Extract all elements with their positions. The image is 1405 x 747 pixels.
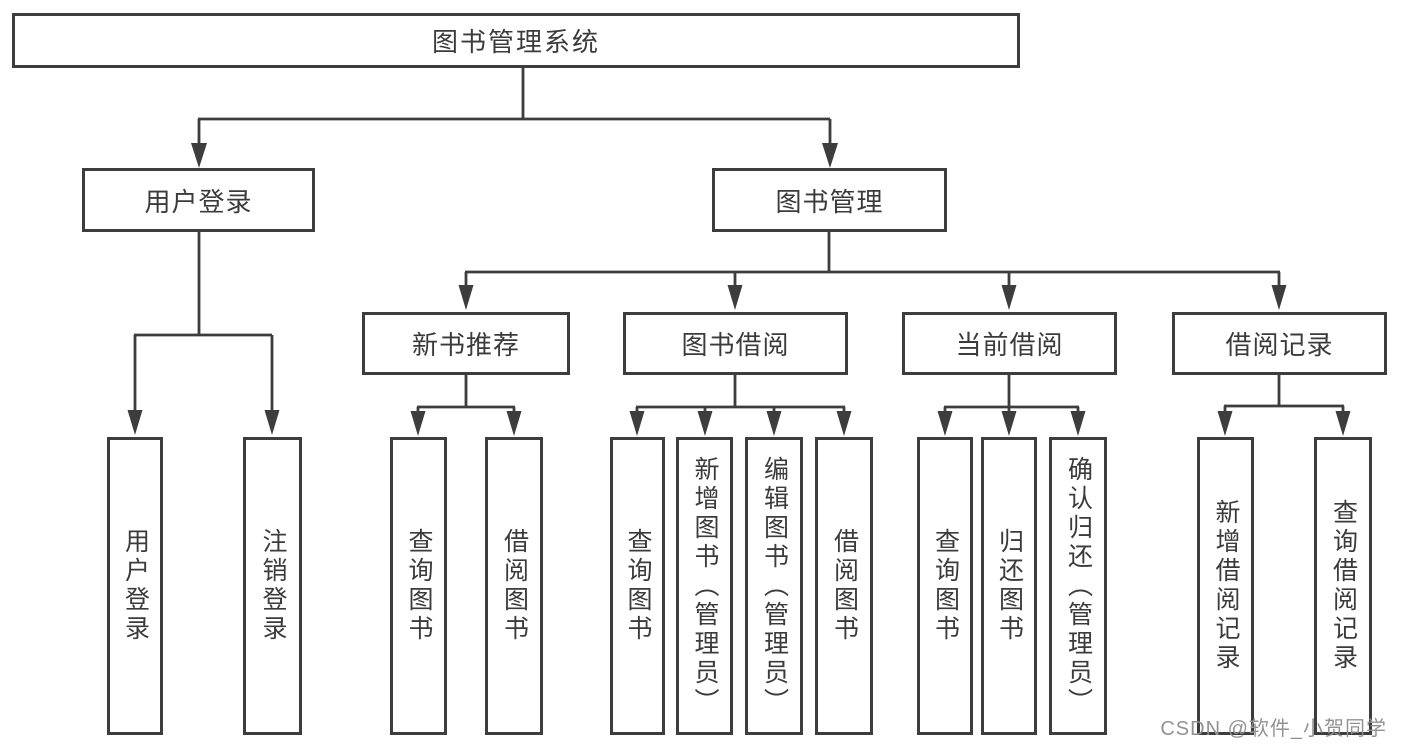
node-current-borrow: 当前借阅 xyxy=(902,312,1117,375)
node-leaf-confirm-return-admin: 确认归还（管理员） xyxy=(1049,437,1107,735)
node-leaf-edit-books-admin: 编辑图书（管理员） xyxy=(745,437,803,735)
node-leaf-query-books-current: 查询图书 xyxy=(917,437,973,735)
node-label: 新书推荐 xyxy=(411,330,520,360)
node-leaf-borrow-books-recommend: 借阅图书 xyxy=(485,437,543,735)
node-leaf-user-login: 用户登录 xyxy=(107,437,163,735)
connector-borrow-records xyxy=(1217,375,1351,436)
node-label: 编辑图书（管理员） xyxy=(760,455,789,717)
node-leaf-query-books-recommend: 查询图书 xyxy=(390,437,447,735)
node-user-login: 用户登录 xyxy=(82,168,315,232)
node-new-book-recommend: 新书推荐 xyxy=(362,312,570,375)
node-label: 图书管理系统 xyxy=(431,27,600,57)
node-label: 新增借阅记录 xyxy=(1212,499,1240,673)
node-label: 借阅图书 xyxy=(830,528,859,644)
node-label: 查询图书 xyxy=(405,528,433,644)
node-label: 图书借阅 xyxy=(681,330,790,360)
node-label: 图书管理 xyxy=(775,186,884,217)
node-leaf-add-books-admin: 新增图书（管理员） xyxy=(676,437,733,735)
node-leaf-return-books: 归还图书 xyxy=(981,437,1037,735)
node-label: 用户登录 xyxy=(121,528,150,644)
connector-user-login xyxy=(127,232,280,435)
node-label: 确认归还（管理员） xyxy=(1064,455,1093,717)
node-label: 归还图书 xyxy=(995,528,1024,644)
node-label: 查询图书 xyxy=(931,528,960,644)
connector-book-borrow xyxy=(629,375,852,436)
node-borrow-records: 借阅记录 xyxy=(1172,312,1387,375)
connector-root xyxy=(191,68,838,168)
node-leaf-logout: 注销登录 xyxy=(243,437,302,735)
node-root-system: 图书管理系统 xyxy=(12,13,1020,68)
node-leaf-query-borrow-record: 查询借阅记录 xyxy=(1314,437,1372,735)
node-leaf-add-borrow-record: 新增借阅记录 xyxy=(1197,437,1254,735)
node-leaf-borrow-books: 借阅图书 xyxy=(815,437,873,735)
node-label: 当前借阅 xyxy=(955,330,1064,360)
node-label: 新增图书（管理员） xyxy=(691,455,719,717)
node-label: 用户登录 xyxy=(144,186,253,217)
node-book-management: 图书管理 xyxy=(712,168,947,232)
node-label: 注销登录 xyxy=(259,528,287,644)
connector-book-management xyxy=(458,232,1287,310)
csdn-watermark: CSDN @软件_小贺同学 xyxy=(1160,718,1387,740)
node-leaf-query-books-borrow: 查询图书 xyxy=(610,437,665,735)
node-label: 借阅图书 xyxy=(500,528,529,644)
node-label: 借阅记录 xyxy=(1225,330,1334,360)
node-label: 查询借阅记录 xyxy=(1329,499,1358,673)
node-book-borrow: 图书借阅 xyxy=(623,312,848,375)
connector-current-borrow xyxy=(937,375,1086,436)
connector-new-book-recommend xyxy=(410,375,522,436)
node-label: 查询图书 xyxy=(624,528,652,644)
